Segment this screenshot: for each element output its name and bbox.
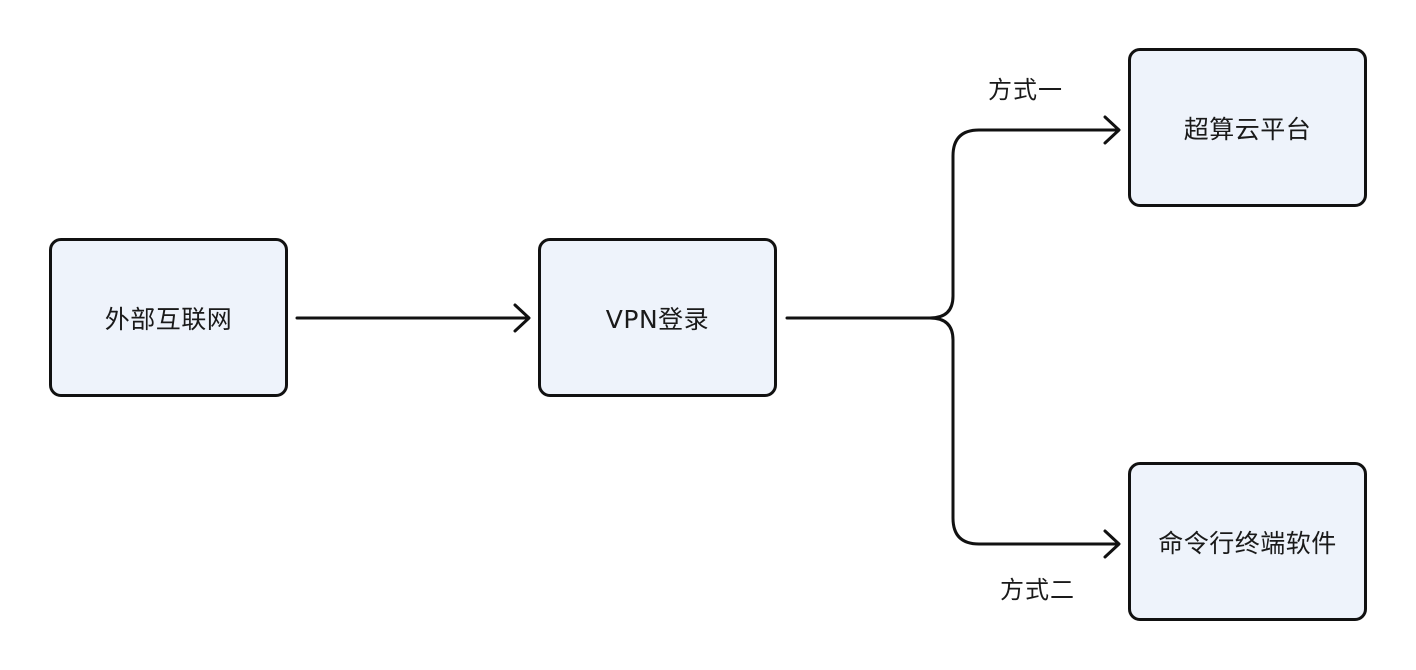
node-vpn-login: VPN登录	[538, 238, 777, 397]
node-vpn-login-label: VPN登录	[605, 304, 710, 334]
arrowhead-cli	[1103, 529, 1121, 559]
node-external-internet: 外部互联网	[49, 238, 288, 397]
node-supercomputing-cloud: 超算云平台	[1128, 48, 1367, 207]
node-supercomputing-cloud-label: 超算云平台	[1183, 114, 1312, 144]
arrowhead-cloud	[1103, 115, 1121, 145]
connector-branch-to-cli	[928, 316, 1119, 546]
arrowhead-vpn	[513, 303, 531, 333]
edge-label-method-2: 方式二	[1000, 576, 1075, 604]
edge-label-method-1: 方式一	[988, 76, 1063, 104]
node-external-internet-label: 外部互联网	[104, 304, 233, 334]
connector-branch-to-cloud	[928, 128, 1119, 320]
node-command-line-software-label: 命令行终端软件	[1158, 528, 1337, 558]
node-command-line-software: 命令行终端软件	[1128, 462, 1367, 621]
